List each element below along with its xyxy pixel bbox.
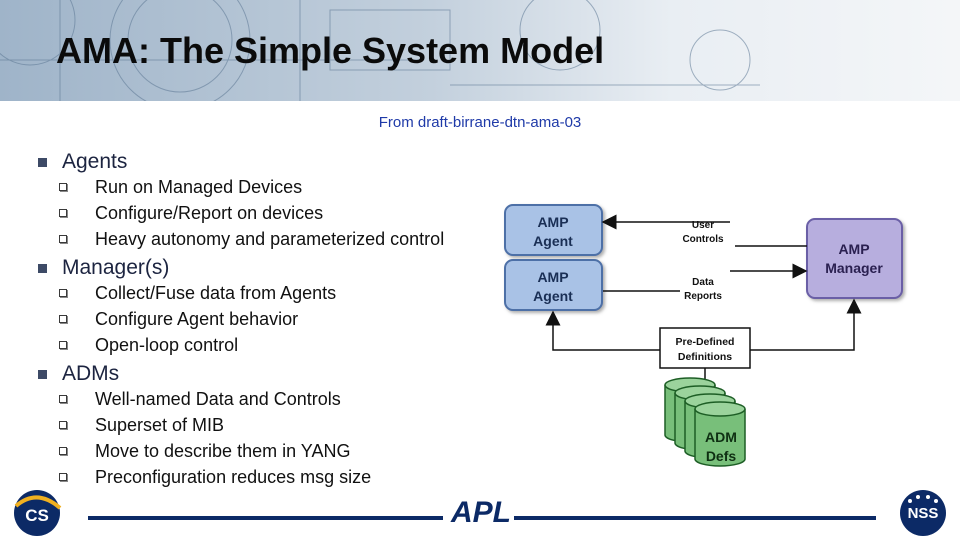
list-item-text: Run on Managed Devices xyxy=(95,176,303,197)
box-bullet-icon xyxy=(59,421,67,429)
cs-logo-text: CS xyxy=(25,506,49,525)
footer: CS APL NSS xyxy=(0,488,960,540)
agent-top-box: AMP Agent xyxy=(504,204,603,256)
footer-rule-right xyxy=(514,516,876,520)
predefined-label-2: Definitions xyxy=(678,351,732,363)
list-item: Configure/Report on devices xyxy=(59,200,498,226)
list-item: Collect/Fuse data from Agents xyxy=(59,280,498,306)
list-item: Open-loop control xyxy=(59,332,498,358)
box-bullet-icon xyxy=(59,209,67,217)
list-item-text: Configure/Report on devices xyxy=(95,202,324,223)
section-adms: ADMs xyxy=(38,362,498,386)
user-controls-label-1: User xyxy=(692,220,714,231)
database-icon xyxy=(694,401,746,467)
box-bullet-icon xyxy=(59,447,67,455)
agent-bottom-label-1: AMP xyxy=(537,269,568,285)
agent-top-label-2: Agent xyxy=(533,233,573,249)
bullet-list: Agents Run on Managed Devices Configure/… xyxy=(38,150,498,490)
manager-label-1: AMP xyxy=(838,241,869,257)
cs-logo: CS xyxy=(14,490,62,536)
definitions-to-manager-arrow xyxy=(705,298,862,351)
square-bullet-icon xyxy=(38,263,47,273)
section-agents: Agents xyxy=(38,150,498,174)
agent-bottom-label-2: Agent xyxy=(533,288,573,304)
page-title: AMA: The Simple System Model xyxy=(56,30,605,71)
manager-box: AMP Manager xyxy=(806,218,903,299)
list-item: Preconfiguration reduces msg size xyxy=(59,464,498,490)
list-item: Superset of MIB xyxy=(59,412,498,438)
predefined-label-1: Pre-Defined xyxy=(676,336,735,348)
adm-database-stack: ADM Defs xyxy=(664,368,746,467)
predefined-definitions-box: Pre-Defined Definitions xyxy=(659,327,751,369)
adm-label-2: Defs xyxy=(706,448,737,464)
agent-bottom-box: AMP Agent xyxy=(504,259,603,311)
list-item-text: Heavy autonomy and parameterized control xyxy=(95,228,445,249)
list-item-text: Preconfiguration reduces msg size xyxy=(95,466,372,487)
list-item: Move to describe them in YANG xyxy=(59,438,498,464)
agent-top-label-1: AMP xyxy=(537,214,568,230)
system-model-diagram: AMP Agent AMP Agent AMP Manager User Con… xyxy=(504,204,903,467)
list-item-text: Configure Agent behavior xyxy=(95,308,299,329)
apl-logo: APL xyxy=(451,496,511,529)
manager-label-2: Manager xyxy=(825,260,883,276)
list-item-text: Move to describe them in YANG xyxy=(95,440,351,461)
nss-logo-text: NSS xyxy=(908,505,939,522)
section-heading: Agents xyxy=(62,150,128,173)
section-heading: Manager(s) xyxy=(62,256,170,279)
blueprint-background xyxy=(0,0,760,101)
list-item-text: Superset of MIB xyxy=(95,414,225,435)
box-bullet-icon xyxy=(59,341,67,349)
adm-label-1: ADM xyxy=(705,429,737,445)
square-bullet-icon xyxy=(38,157,47,167)
box-bullet-icon xyxy=(59,235,67,243)
data-reports-label-2: Reports xyxy=(684,291,722,302)
list-item: Configure Agent behavior xyxy=(59,306,498,332)
section-managers: Manager(s) xyxy=(38,256,498,280)
list-item: Well-named Data and Controls xyxy=(59,386,498,412)
list-item: Run on Managed Devices xyxy=(59,174,498,200)
data-reports-label-1: Data xyxy=(692,277,714,288)
footer-rule-left xyxy=(88,516,443,520)
list-item-text: Open-loop control xyxy=(95,334,239,355)
section-heading: ADMs xyxy=(62,362,120,385)
list-item-text: Collect/Fuse data from Agents xyxy=(95,282,337,303)
box-bullet-icon xyxy=(59,315,67,323)
nss-logo: NSS xyxy=(900,490,946,536)
title-banner: AMA: The Simple System Model xyxy=(0,0,960,101)
list-item-text: Well-named Data and Controls xyxy=(95,388,341,409)
square-bullet-icon xyxy=(38,369,47,379)
list-item: Heavy autonomy and parameterized control xyxy=(59,226,498,252)
box-bullet-icon xyxy=(59,183,67,191)
box-bullet-icon xyxy=(59,473,67,481)
definitions-to-agent-arrow xyxy=(545,310,705,351)
box-bullet-icon xyxy=(59,289,67,297)
box-bullet-icon xyxy=(59,395,67,403)
source-caption: From draft-birrane-dtn-ama-03 xyxy=(378,114,582,131)
user-controls-label-2: Controls xyxy=(682,234,724,245)
